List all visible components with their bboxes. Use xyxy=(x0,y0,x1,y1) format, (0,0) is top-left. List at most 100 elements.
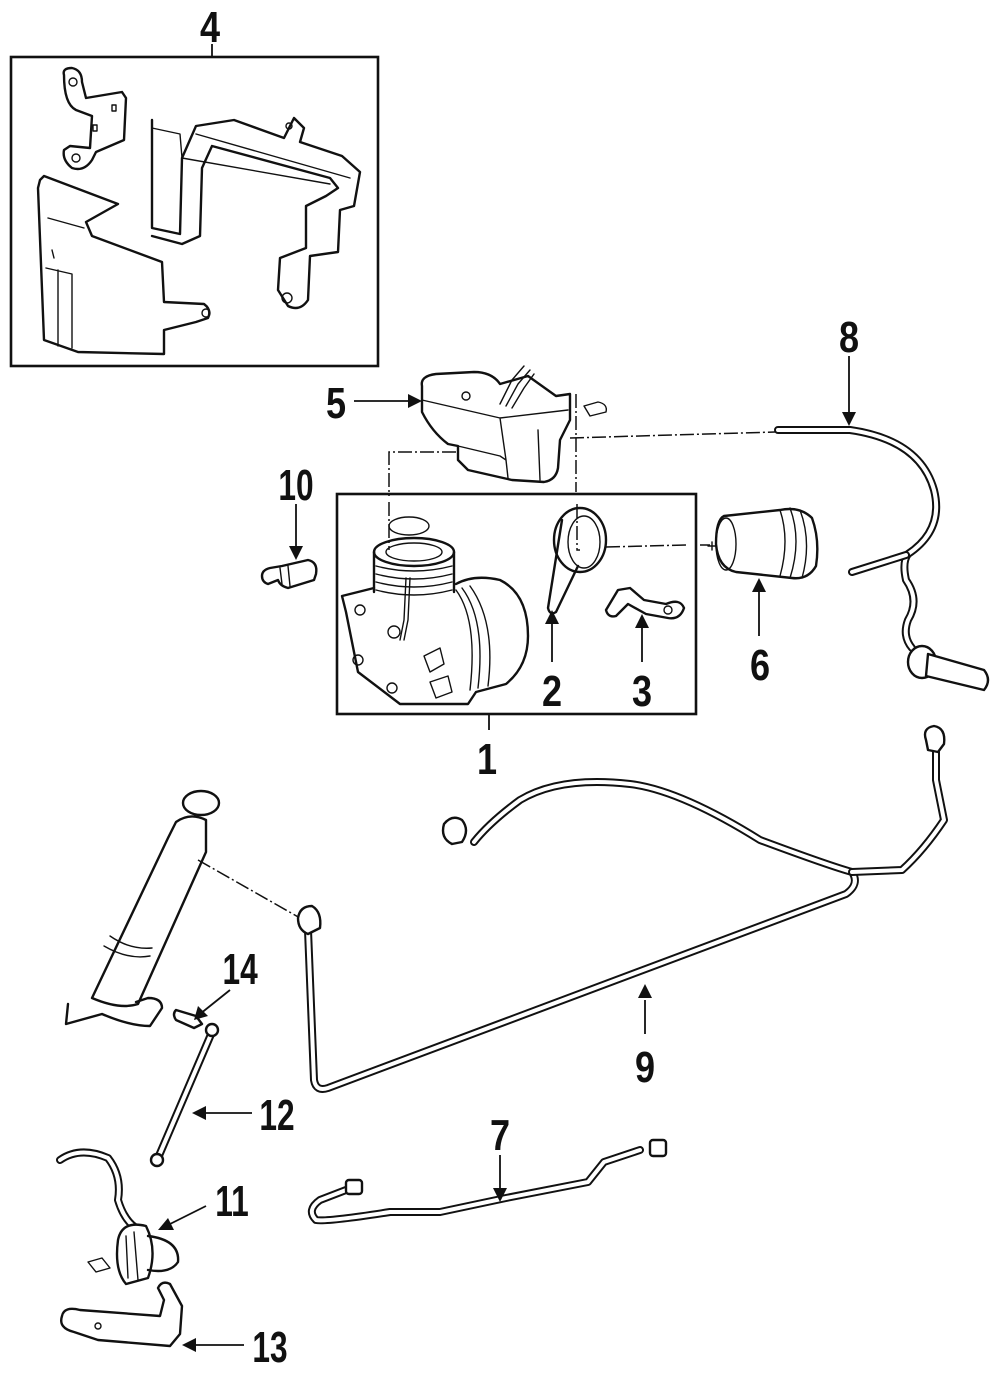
bolt xyxy=(386,682,398,694)
bolt-hole xyxy=(71,153,81,163)
dryer-nipple xyxy=(707,541,717,551)
sensor-ribs xyxy=(125,1231,139,1281)
air-line-branch xyxy=(848,744,948,876)
callout-5-arrowhead xyxy=(408,394,422,408)
dryer-end xyxy=(715,517,737,571)
bolt-hole xyxy=(68,77,78,87)
shock-band xyxy=(103,935,153,958)
relay-housing-drawing xyxy=(420,370,572,484)
link-rod-inner xyxy=(156,1030,214,1160)
bolt xyxy=(387,625,401,639)
part-2-strap[interactable] xyxy=(545,506,608,662)
sensor-bracket-drawing xyxy=(60,1281,184,1348)
callout-3: 3 xyxy=(632,667,652,716)
air-tube xyxy=(399,577,411,641)
callout-14: 14 xyxy=(222,945,258,994)
dryer-body xyxy=(714,507,819,580)
relay-housing-edge xyxy=(421,399,569,481)
air-line-main-inner xyxy=(306,780,857,1091)
motor-rings xyxy=(455,585,491,691)
callout-14-arrowhead xyxy=(194,1006,208,1020)
line-fitting xyxy=(648,1138,668,1158)
bolt-hole xyxy=(663,605,673,615)
group-1-frame xyxy=(335,492,698,716)
part-10-solenoid-valve[interactable] xyxy=(260,504,318,590)
cylinder-bore xyxy=(385,542,443,562)
part-11-height-sensor[interactable] xyxy=(56,1148,207,1286)
callout-6: 6 xyxy=(750,641,770,690)
slot xyxy=(111,104,117,112)
shield-bracket-drawing xyxy=(36,174,211,356)
callout-11-leader xyxy=(169,1205,207,1225)
callout-7: 7 xyxy=(490,1111,510,1160)
group-4-frame xyxy=(9,55,380,368)
guide-line xyxy=(197,859,301,919)
bolt-hole xyxy=(201,308,211,318)
motor-housing xyxy=(340,576,530,706)
callout-11: 11 xyxy=(215,1177,248,1226)
frame-bracket-edge xyxy=(151,127,351,185)
wire-pigtail xyxy=(499,365,535,409)
callout-4: 4 xyxy=(200,3,221,52)
sensor-loop xyxy=(146,1234,180,1273)
callout-13-arrowhead xyxy=(182,1338,196,1352)
valve-drawing xyxy=(260,558,318,590)
mount-tab xyxy=(583,401,608,417)
part-7-air-line[interactable] xyxy=(307,1138,668,1225)
line-fitting xyxy=(344,1178,364,1196)
ball-stud-drawing xyxy=(172,1008,204,1030)
callout-1: 1 xyxy=(477,735,497,784)
part-12-sensor-link[interactable] xyxy=(149,1022,252,1168)
shock-cap xyxy=(181,789,221,817)
bolt-hole xyxy=(461,391,471,401)
link-end xyxy=(149,1152,165,1168)
part-6-dryer[interactable] xyxy=(707,507,819,636)
bolt xyxy=(352,654,364,666)
callout-9-arrowhead xyxy=(638,984,652,998)
callout-10: 10 xyxy=(278,461,313,510)
fitting xyxy=(423,647,453,699)
part-1-compressor-assembly[interactable] xyxy=(335,492,698,730)
assembly-guide-lines xyxy=(197,394,776,919)
elbow-fitting xyxy=(923,724,946,754)
part-8-vent-hose[interactable] xyxy=(774,356,990,692)
callout-7-arrowhead xyxy=(493,1188,507,1202)
callout-3-arrowhead xyxy=(635,614,649,628)
air-shock-absorber xyxy=(64,789,221,1028)
elbow-fitting xyxy=(296,904,322,936)
part-5-relay-housing[interactable] xyxy=(354,365,608,484)
shield-bracket-edge xyxy=(45,217,85,349)
part-14-ball-stud[interactable] xyxy=(172,989,231,1030)
callout-2-arrowhead xyxy=(545,610,559,624)
small-bracket-drawing xyxy=(62,66,128,171)
part-9-air-line-harness[interactable] xyxy=(296,724,948,1093)
frame-bracket-drawing xyxy=(150,116,362,310)
sensor-tab xyxy=(87,1257,111,1273)
slot xyxy=(92,124,98,132)
strap-ring xyxy=(552,506,608,574)
strap-ring-inner xyxy=(567,515,601,569)
part-3-bracket[interactable] xyxy=(604,586,686,662)
guide-line xyxy=(605,544,710,548)
bolt-hole xyxy=(94,1322,102,1330)
shock-body xyxy=(90,815,208,1008)
callout-8: 8 xyxy=(839,313,859,362)
bracket-3-drawing xyxy=(604,586,686,620)
vent-hose-branch-inner xyxy=(850,553,908,574)
callout-9: 9 xyxy=(635,1043,655,1092)
o-ring xyxy=(388,516,430,536)
part-4-bracket-group[interactable] xyxy=(9,44,380,368)
air-line-main xyxy=(304,778,859,1093)
valve-detail xyxy=(279,565,291,587)
sensor-wire-inner xyxy=(58,1150,138,1230)
vent-hose-tube-inner xyxy=(776,428,939,650)
callout-10-arrowhead xyxy=(289,546,303,560)
part-13-sensor-bracket[interactable] xyxy=(60,1281,244,1352)
callout-13: 13 xyxy=(252,1323,287,1372)
guide-line xyxy=(388,451,456,496)
callout-11-arrowhead xyxy=(158,1218,174,1230)
callout-labels: 4 5 10 8 2 3 6 1 14 9 12 7 11 13 xyxy=(200,3,859,1373)
vent-plug xyxy=(924,652,990,692)
guide-line xyxy=(569,431,776,439)
